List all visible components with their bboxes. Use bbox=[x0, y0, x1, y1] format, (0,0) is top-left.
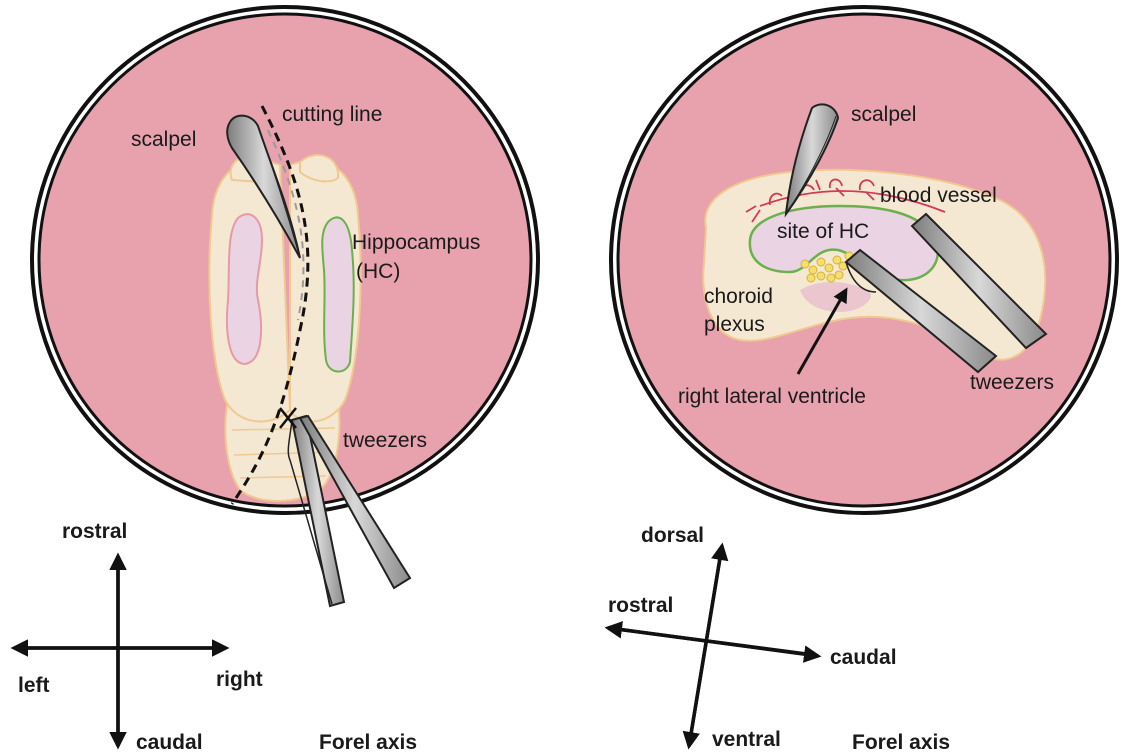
right-axis-down-label: ventral bbox=[712, 728, 781, 751]
scalpel-label: scalpel bbox=[131, 128, 196, 151]
left-axis-caption: Forel axis bbox=[319, 731, 417, 754]
tweezers-label: tweezers bbox=[970, 371, 1054, 394]
right-axis-up-label: dorsal bbox=[641, 524, 704, 547]
left-axis-down-label: caudal bbox=[136, 731, 203, 754]
plexus-label: plexus bbox=[704, 313, 765, 336]
right-axis-cross bbox=[608, 546, 818, 746]
choroid-label: choroid bbox=[704, 285, 773, 308]
hippocampus-label: Hippocampus bbox=[352, 231, 480, 254]
left-axis-left-label: left bbox=[18, 674, 50, 697]
ventricle-label: right lateral ventricle bbox=[678, 385, 866, 408]
right-axis-left-label: rostral bbox=[608, 594, 673, 617]
left-panel: cutting line scalpel Hippocampus (HC) tw… bbox=[14, 7, 538, 754]
hippocampus-abbrev-label: (HC) bbox=[356, 260, 400, 283]
hc-site-label: site of HC bbox=[777, 220, 869, 243]
hippocampus-outline bbox=[322, 217, 354, 371]
tweezers-label: tweezers bbox=[343, 429, 427, 452]
right-axis-right-label: caudal bbox=[830, 646, 897, 669]
right-axis-caption: Forel axis bbox=[852, 731, 950, 754]
left-axis-right-label: right bbox=[216, 668, 263, 691]
cutting-line-label: cutting line bbox=[282, 103, 382, 126]
left-axis-cross bbox=[14, 556, 226, 746]
blood-vessel-label: blood vessel bbox=[880, 184, 997, 207]
scalpel-label: scalpel bbox=[851, 103, 916, 126]
right-panel: scalpel blood vessel site of HC choroid … bbox=[608, 7, 1117, 754]
left-axis-up-label: rostral bbox=[62, 520, 127, 543]
